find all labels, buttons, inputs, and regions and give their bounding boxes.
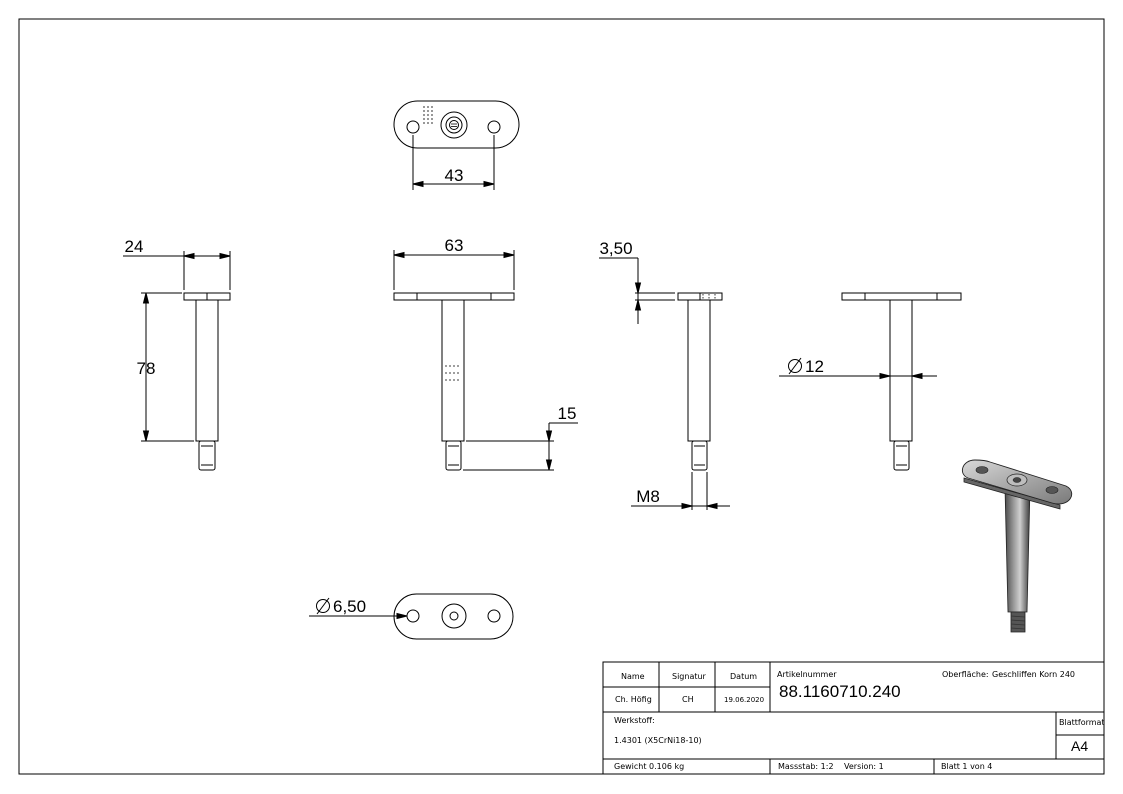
top-view xyxy=(393,100,520,190)
artikel-value: 88.1160710.240 xyxy=(779,682,901,701)
datum-value: 19.06.2020 xyxy=(724,696,765,704)
werkstoff-value: 1.4301 (X5CrNi18-10) xyxy=(614,736,702,745)
isometric-view xyxy=(961,459,1073,633)
bottom-view xyxy=(309,593,514,640)
oberflaeche-label: Oberfläche: xyxy=(942,670,989,679)
signatur-header: Signatur xyxy=(672,672,706,681)
dim-15-label: 15 xyxy=(558,404,577,423)
artikel-label: Artikelnummer xyxy=(777,670,837,679)
dim-63-label: 63 xyxy=(445,236,464,255)
sheet-frame xyxy=(18,18,1105,775)
side-view-right xyxy=(599,257,730,510)
side-view-diameter xyxy=(779,292,962,471)
front-view xyxy=(393,250,578,471)
gewicht: Gewicht 0.106 kg xyxy=(614,762,685,771)
massstab: Massstab: 1:2 xyxy=(778,762,834,771)
side-view-left xyxy=(123,251,231,471)
title-block-frame xyxy=(602,661,1105,775)
blattformat-value: A4 xyxy=(1071,738,1089,754)
signatur-value: CH xyxy=(682,695,694,704)
dim-3-50-label: 3,50 xyxy=(599,239,632,258)
werkstoff-label: Werkstoff: xyxy=(614,716,655,725)
oberflaeche-value: Geschliffen Korn 240 xyxy=(992,670,1076,679)
dim-78-label: 78 xyxy=(137,359,156,378)
blattformat-label: Blattformat xyxy=(1059,718,1105,727)
name-value: Ch. Höfig xyxy=(615,695,652,704)
blatt: Blatt 1 von 4 xyxy=(941,762,993,771)
name-header: Name xyxy=(621,672,645,681)
version: Version: 1 xyxy=(844,762,884,771)
dim-6-50-label: 6,50 xyxy=(333,597,366,616)
title-block: Name Signatur Datum Ch. Höfig CH 19.06.2… xyxy=(603,662,1105,774)
dim-24-label: 24 xyxy=(125,237,144,256)
dim-43-label: 43 xyxy=(445,166,464,185)
dim-m8-label: M8 xyxy=(636,487,660,506)
dim-12-label: 12 xyxy=(805,357,824,376)
datum-header: Datum xyxy=(730,672,758,681)
